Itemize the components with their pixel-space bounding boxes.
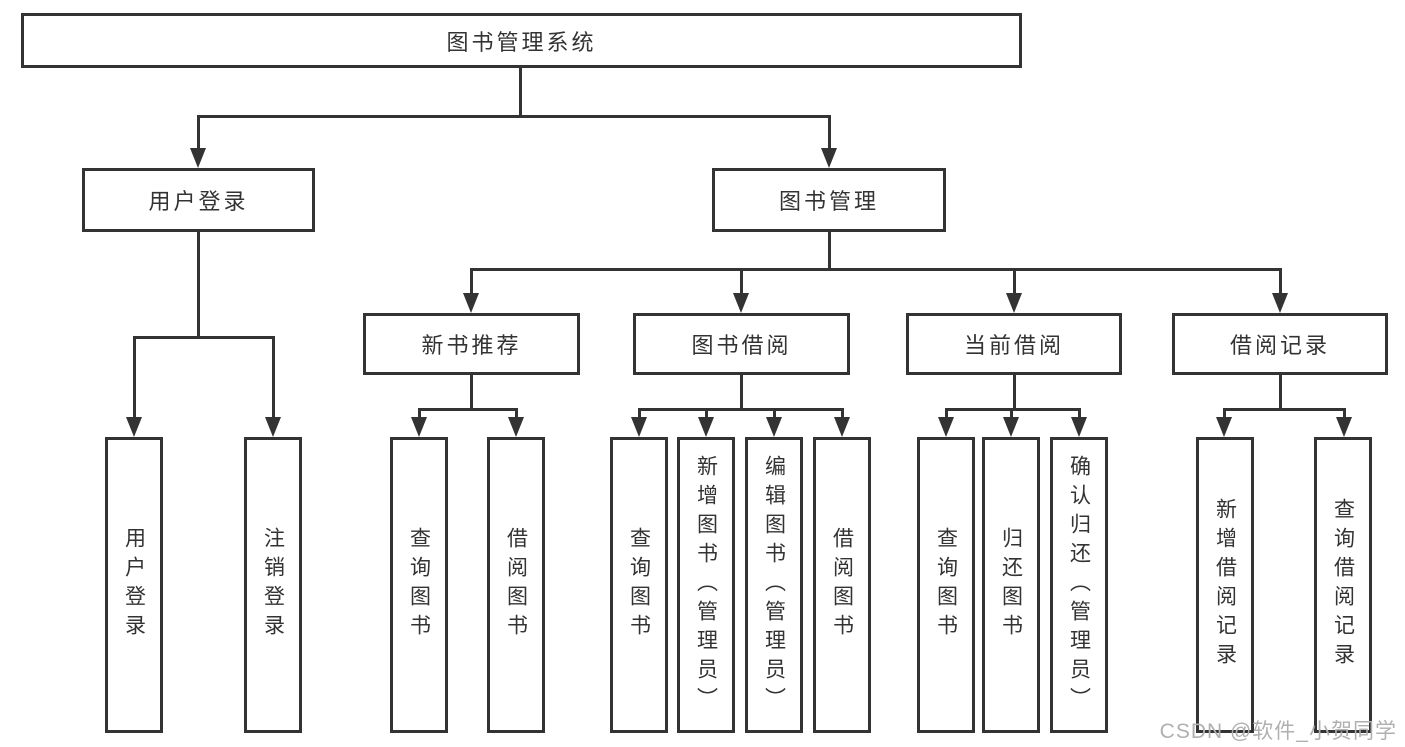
edge-drop-leaf — [840, 408, 844, 420]
edge-borrowing-records-trunk — [1278, 375, 1282, 411]
edge-level3-rail — [469, 268, 1281, 271]
edge-drop-leaf — [704, 408, 708, 420]
edge-drop-leaf — [1077, 408, 1081, 420]
arrow-down-icon — [834, 417, 850, 437]
edge-drop-leaf — [1342, 408, 1346, 420]
node-user-login: 用户登录 — [82, 168, 315, 232]
edge-drop-leaf — [944, 408, 948, 420]
arrow-down-icon — [1006, 293, 1022, 313]
watermark: CSDN @软件_小贺同学 — [1159, 720, 1397, 743]
leaf-query-books-borrowing: 查询图书 — [610, 437, 668, 733]
edge-drop-user-login — [196, 115, 200, 151]
leaf-query-borrow-record: 查询借阅记录 — [1314, 437, 1372, 733]
arrow-down-icon — [698, 417, 714, 437]
leaf-borrow-books-borrowing: 借阅图书 — [813, 437, 871, 733]
edge-book-borrowing-trunk — [739, 375, 743, 411]
edge-root-trunk — [518, 68, 522, 118]
edge-drop-leaf-logout — [271, 336, 275, 420]
node-current-borrowing: 当前借阅 — [906, 313, 1122, 375]
arrow-down-icon — [631, 417, 647, 437]
arrow-down-icon — [1071, 417, 1087, 437]
leaf-borrow-books-recommend: 借阅图书 — [487, 437, 545, 733]
edge-current-borrowing-trunk — [1012, 375, 1016, 411]
arrow-down-icon — [463, 293, 479, 313]
edge-drop-leaf — [1009, 408, 1013, 420]
leaf-confirm-return-admin: 确认归还（管理员） — [1050, 437, 1108, 733]
arrow-down-icon — [733, 293, 749, 313]
edge-drop-leaf — [772, 408, 776, 420]
edge-drop-leaf — [1222, 408, 1226, 420]
leaf-query-books-recommend: 查询图书 — [390, 437, 448, 733]
edge-book-borrowing-rail — [637, 408, 844, 411]
node-new-book-recommend: 新书推荐 — [363, 313, 580, 375]
edge-borrowing-records-rail — [1222, 408, 1346, 411]
edge-current-borrowing-rail — [944, 408, 1081, 411]
edge-drop-borrowing-records — [1278, 268, 1282, 296]
arrow-down-icon — [821, 148, 837, 168]
leaf-add-borrow-record: 新增借阅记录 — [1196, 437, 1254, 733]
node-book-mgmt: 图书管理 — [712, 168, 946, 232]
edge-drop-new-books — [469, 268, 473, 296]
edge-drop-leaf — [514, 408, 518, 420]
node-borrowing-records: 借阅记录 — [1172, 313, 1388, 375]
arrow-down-icon — [938, 417, 954, 437]
leaf-return-books: 归还图书 — [982, 437, 1040, 733]
arrow-down-icon — [508, 417, 524, 437]
edge-drop-leaf-user-login — [132, 336, 136, 420]
leaf-logout-login: 注销登录 — [244, 437, 302, 733]
edge-user-login-trunk — [196, 232, 200, 339]
arrow-down-icon — [1003, 417, 1019, 437]
edge-drop-book-borrowing — [739, 268, 743, 296]
arrow-down-icon — [411, 417, 427, 437]
arrow-down-icon — [766, 417, 782, 437]
edge-drop-leaf — [417, 408, 421, 420]
arrow-down-icon — [190, 148, 206, 168]
edge-drop-book-mgmt — [827, 115, 831, 151]
edge-drop-current-borrowing — [1012, 268, 1016, 296]
edge-new-books-trunk — [469, 375, 473, 411]
leaf-edit-books-admin: 编辑图书（管理员） — [745, 437, 803, 733]
arrow-down-icon — [126, 417, 142, 437]
leaf-query-books-current: 查询图书 — [917, 437, 975, 733]
edge-level2-rail — [196, 115, 831, 118]
edge-drop-leaf — [637, 408, 641, 420]
leaf-add-books-admin: 新增图书（管理员） — [677, 437, 735, 733]
node-root: 图书管理系统 — [21, 13, 1022, 68]
edge-new-books-rail — [417, 408, 518, 411]
arrow-down-icon — [265, 417, 281, 437]
leaf-user-login: 用户登录 — [105, 437, 163, 733]
node-book-borrowing: 图书借阅 — [633, 313, 850, 375]
arrow-down-icon — [1272, 293, 1288, 313]
arrow-down-icon — [1216, 417, 1232, 437]
edge-book-mgmt-trunk — [827, 232, 831, 271]
arrow-down-icon — [1336, 417, 1352, 437]
edge-user-login-rail — [132, 336, 275, 339]
